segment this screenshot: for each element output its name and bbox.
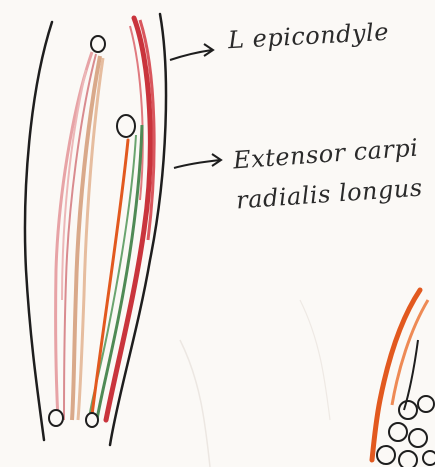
arrow-to-ecrl (174, 160, 220, 168)
insertion-circle-left (49, 410, 63, 426)
carpal-bone-5 (377, 446, 395, 464)
carpal-bone-4 (409, 429, 427, 447)
origin-circle-top (91, 36, 105, 52)
faint-pencil-line-1 (180, 340, 210, 467)
carpal-bone-2 (418, 396, 434, 412)
insertion-circle-right (86, 413, 98, 427)
carpal-bone-6 (399, 451, 417, 467)
origin-circle-middle (117, 115, 135, 137)
carpal-bone-7 (423, 451, 435, 465)
orange-tendon (92, 140, 128, 415)
carpal-bone-1 (399, 401, 417, 419)
faint-pencil-line-2 (300, 300, 330, 420)
carpal-bone-3 (389, 423, 407, 441)
limb-outline-left (25, 22, 52, 440)
